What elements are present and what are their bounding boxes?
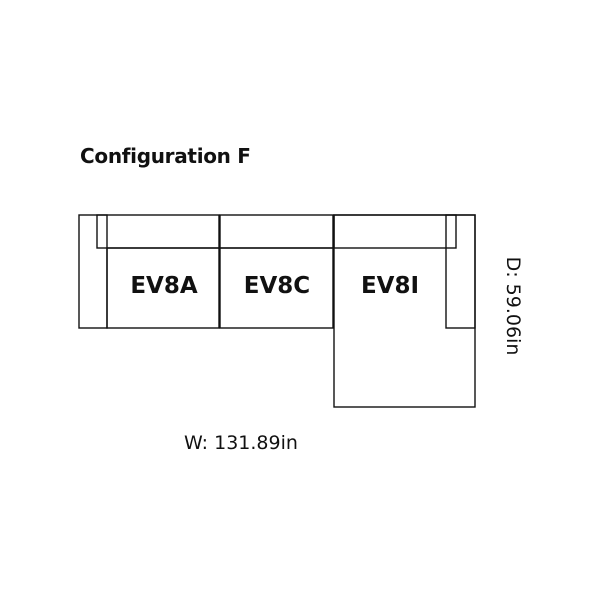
- depth-dimension: D: 59.06in: [502, 256, 524, 356]
- width-dimension: W: 131.89in: [184, 432, 298, 454]
- module-ev8i-backrest: [333, 214, 457, 249]
- module-ev8c-backrest: [219, 214, 334, 249]
- module-ev8i-armrest: [445, 214, 476, 329]
- module-label-ev8a: EV8A: [130, 273, 198, 299]
- configuration-title: Configuration F: [80, 144, 251, 168]
- module-label-ev8c: EV8C: [244, 273, 310, 299]
- module-ev8i-chaise: [333, 214, 476, 408]
- module-label-ev8i: EV8I: [361, 273, 419, 299]
- module-ev8a-backrest: [96, 214, 220, 249]
- left-armrest: [78, 214, 108, 329]
